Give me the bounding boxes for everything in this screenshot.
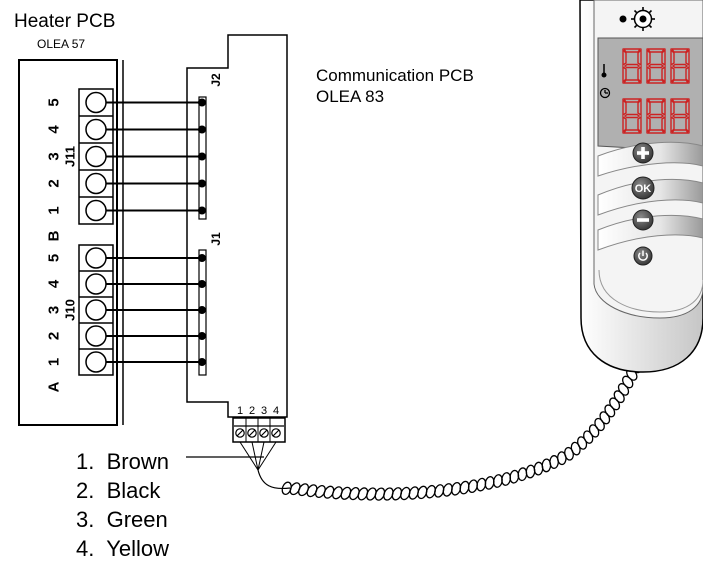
power-icon [638,250,648,261]
cable-coil [525,464,536,479]
ok-button[interactable]: OK [631,176,655,200]
connector-letter-a: A [46,381,63,392]
j11-terminal-3 [85,145,107,168]
legend-item: 4. Yellow [76,534,169,563]
connector-letter-b: B [46,230,63,241]
connector-j2-label: J2 [209,73,223,87]
cable-fanout [186,441,277,471]
j11-pin-label: 5 [46,98,63,106]
j11-pin-label: 2 [46,179,63,187]
cable-coil [594,417,605,432]
j10-pin-label: 1 [46,358,63,366]
heater-pcb-title: Heater PCB [14,11,115,32]
legend-color: Brown [106,449,169,474]
j11-pin-label: 3 [46,152,63,160]
connector-j10-label: J10 [63,299,78,321]
j10-terminal-4 [85,273,107,295]
legend-item: 2. Black [76,476,169,505]
minus-button[interactable] [632,209,654,231]
j11-terminal-2 [85,172,107,195]
connector-j10-block [78,244,114,376]
cable-coil [577,436,588,450]
ok-label: OK [635,183,652,195]
cable-coil [570,441,581,456]
cable-coil [588,424,600,438]
wire-color-legend: 1. Brown 2. Black 3. Green 4. Yellow [76,447,169,563]
j11-terminal-1 [85,199,107,222]
j10-pin-label: 5 [46,254,63,262]
minus-icon [637,218,649,222]
legend-color: Green [106,507,168,532]
coiled-cable [257,330,657,501]
legend-color: Yellow [106,536,169,561]
remote-control: OK [579,0,703,373]
legend-item: 3. Green [76,505,169,534]
legend-number: 4. [76,536,95,561]
communication-pcb-board [186,34,288,418]
power-button[interactable] [633,246,653,266]
j10-pin-label: 3 [46,306,63,314]
terminal-block: 1 2 3 4 [232,405,286,443]
legend-color: Black [106,478,161,503]
terminal-pin-label: 4 [273,405,279,417]
legend-item: 1. Brown [76,447,169,476]
communication-pcb-title: Communication PCB [316,66,474,85]
cable-coil [583,430,594,444]
j11-terminal-5 [85,91,107,114]
terminal-pin-label: 1 [237,405,243,417]
j10-terminal-5 [85,247,107,269]
j10-pin-label: 4 [46,279,63,288]
j10-terminal-2 [85,325,107,347]
j11-pin-label: 1 [46,206,63,214]
thermometer-icon [601,64,607,78]
j11-terminal-4 [85,118,107,141]
heater-pcb-model: OLEA 57 [37,37,85,51]
plus-button[interactable] [632,142,654,164]
terminal-pin-label: 3 [261,405,267,417]
communication-pcb-model: OLEA 83 [316,87,384,106]
indicator-dot [619,15,627,23]
cable-coil [599,411,611,425]
snowflake-icon [631,7,655,31]
cable-coil [609,397,621,411]
legend-number: 2. [76,478,95,503]
display-panel [597,37,703,153]
connector-j11-label: J11 [63,146,78,167]
j11-pin-label: 4 [46,125,63,134]
cable-coil [604,404,616,418]
communication-pcb: Communication PCB OLEA 83 J2 J1 1 2 3 4 [186,34,474,443]
ribbon-wires [106,98,206,366]
j10-terminal-3 [85,299,107,321]
j10-pin-label: 2 [46,332,63,340]
legend-number: 1. [76,449,95,474]
clock-icon [599,87,611,99]
cable-coil [564,446,574,461]
terminal-pin-label: 2 [249,405,255,417]
j10-terminal-1 [85,351,107,373]
legend-number: 3. [76,507,95,532]
connector-j1-label: J1 [209,232,223,246]
